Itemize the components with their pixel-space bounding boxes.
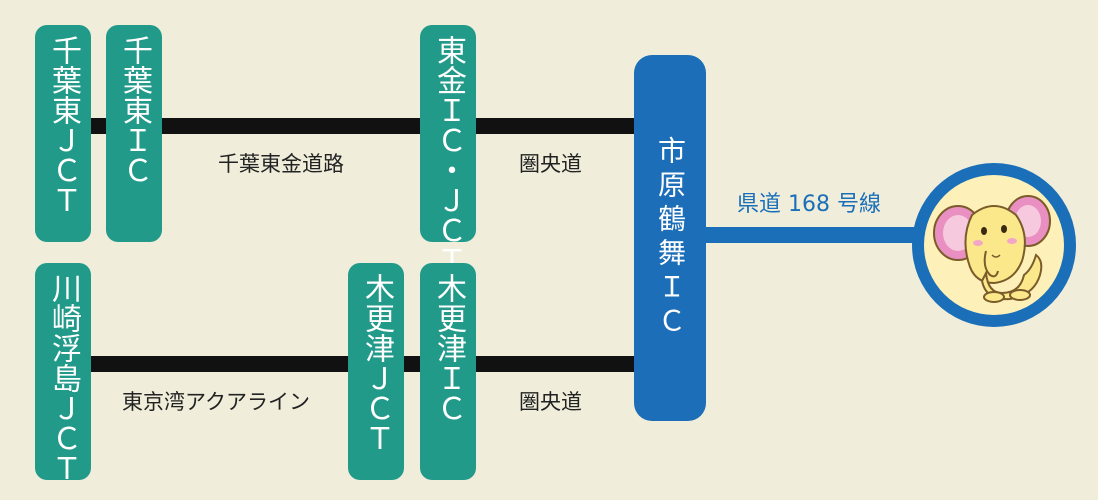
node-kawasaki-ukishima-jct: 川崎浮島ＪＣＴ	[35, 263, 91, 483]
road-segment-prefectural	[700, 227, 920, 243]
road-label-ken-o-do-lower: 圏央道	[519, 390, 582, 414]
destination-inner	[924, 175, 1064, 315]
destination-circle	[912, 163, 1076, 327]
node-label: 市原鶴舞ＩＣ	[654, 136, 687, 340]
road-label-ken-o-do-upper: 圏央道	[519, 152, 582, 176]
road-label-aqualine: 東京湾アクアライン	[122, 390, 310, 414]
node-kisarazu-ic: 木更津ＩＣ	[420, 263, 476, 480]
node-label: 木更津ＩＣ	[431, 273, 466, 423]
node-kisarazu-jct: 木更津ＪＣＴ	[348, 263, 404, 480]
road-segment-upper	[62, 118, 652, 134]
node-chiba-higashi-ic: 千葉東ＩＣ	[106, 25, 162, 242]
road-label-chiba-togane: 千葉東金道路	[218, 152, 344, 176]
node-ichihara-tsurumai-ic: 市原鶴舞ＩＣ	[634, 55, 706, 421]
road-label-route-168: 県道 168 号線	[737, 192, 881, 217]
node-label: 木更津ＪＣＴ	[359, 273, 394, 453]
node-label: 東金ＩＣ・ＪＣＴ	[431, 35, 466, 275]
elephant-mascot-icon	[933, 195, 1051, 303]
node-label: 千葉東ＩＣ	[117, 35, 152, 185]
node-label: 川崎浮島ＪＣＴ	[46, 273, 81, 483]
node-togane-ic-jct: 東金ＩＣ・ＪＣＴ	[420, 25, 476, 275]
node-label: 千葉東ＪＣＴ	[46, 35, 81, 215]
node-chiba-higashi-jct: 千葉東ＪＣＴ	[35, 25, 91, 242]
